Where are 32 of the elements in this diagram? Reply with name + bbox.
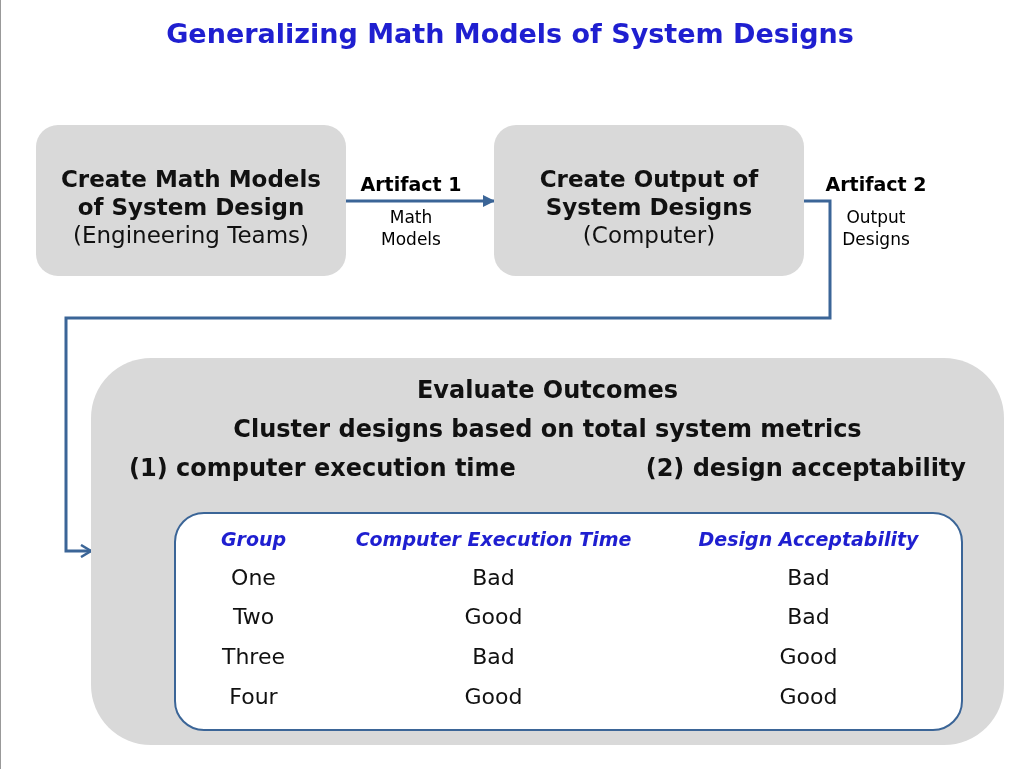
table-cell-text: One [230,563,277,592]
column-header: Design Acceptability [697,527,920,552]
column-header: Computer Execution Time [354,527,633,552]
table-cell-text: Bad [786,563,831,592]
table-cell-text: Two [231,603,276,632]
metric-text: (2) design acceptability [645,453,966,483]
table-cell-text: Four [228,683,279,712]
table-cell-text: Three [221,643,286,672]
column-header: Group [219,527,288,552]
table-cell-text: Good [463,683,524,712]
artifact-note: Output Designs [841,206,911,251]
table-cell-text: Bad [471,643,516,672]
connector-arrow [64,199,832,559]
table-panel [174,512,963,731]
table-cell-text: Bad [471,563,516,592]
connector-arrow [346,195,495,207]
table-cell-text: Good [778,683,839,712]
node-heading: Evaluate Outcomes [416,376,679,405]
process-box [36,125,346,276]
node-heading: Create Math Models of System Design [59,165,323,222]
node-subtitle: (Engineering Teams) [73,221,309,251]
process-box [494,125,804,276]
table-cell-text: Bad [786,603,831,632]
node-heading: Create Output of System Designs [538,165,760,222]
table-cell-text: Good [463,603,524,632]
node-heading: Cluster designs based on total system metrics [233,414,862,444]
diagram-title: Generalizing Math Models of System Designs [165,18,855,49]
table-cell-text: Good [778,643,839,672]
process-box [91,358,1004,745]
metric-text: (1) computer execution time [129,453,516,483]
node-subtitle: (Computer) [582,221,716,251]
artifact-note: Math Models [380,206,442,251]
